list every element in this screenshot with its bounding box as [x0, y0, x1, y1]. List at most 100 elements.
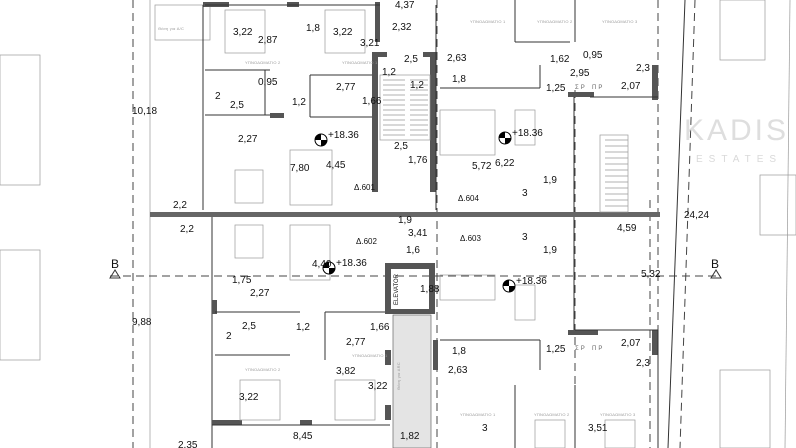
dimension-label: 1,82 [400, 431, 420, 442]
dimension-label: 1,9 [398, 215, 412, 226]
walls [202, 0, 659, 448]
elevation-label: +18.36 [328, 130, 359, 141]
dimension-label: 2,63 [448, 365, 468, 376]
elevation-marker: +18.36 [498, 128, 543, 145]
ac-label: Θέση για A/C [158, 26, 184, 31]
wc-label: Π Ρ [592, 85, 603, 91]
dimension-label: 3,22 [233, 27, 253, 38]
dimension-label: 1,25 [546, 344, 566, 355]
dimension-label: 5,72 [472, 161, 492, 172]
dimension-label: 2,5 [230, 100, 244, 111]
dimension-label: 1,2 [410, 80, 424, 91]
elevation-label: +18.36 [516, 276, 547, 287]
dimension-label: 4,40 [312, 259, 332, 270]
elevation-marker: +18.36 [314, 130, 359, 147]
dimension-label: 3,22 [239, 392, 259, 403]
furniture [224, 9, 636, 448]
apartment-label: Δ.603 [460, 234, 481, 243]
dimension-label: 2,87 [258, 35, 278, 46]
dimension-label: 3 [522, 188, 528, 199]
dimension-label: 1,75 [232, 275, 252, 286]
dimension-label: 3,22 [333, 27, 353, 38]
dimension-label: 1,6 [406, 245, 420, 256]
elevation-label: +18.36 [512, 128, 543, 139]
dimension-label: 2,5 [404, 54, 418, 65]
room-label: ΥΠΝΟΔΩΜΑΤΙΟ 2 [245, 367, 281, 372]
apartment-label: Δ.601 [354, 183, 375, 192]
dimension-label: 10,18 [132, 106, 157, 117]
dimension-label: 2 [215, 91, 221, 102]
room-label: ΥΠΝΟΔΩΜΑΤΙΟ 1 [460, 412, 496, 417]
section-marker-right: B [711, 257, 719, 271]
room-label: ΥΠΝΟΔΩΜΑΤΙΟ 2 [534, 412, 570, 417]
watermark-subtitle: ESTATES [696, 154, 782, 165]
watermark: KADIS [684, 114, 789, 147]
dimension-label: 1,25 [546, 83, 566, 94]
dimension-label: 3,82 [336, 366, 356, 377]
dimension-label: 3 [522, 232, 528, 243]
room-label: ΥΠΝΟΔΩΜΑΤΙΟ 2 [537, 19, 573, 24]
dimension-label: 2,32 [392, 22, 412, 33]
dimension-label: 24,24 [684, 210, 709, 221]
elevation-marker: +18.36 [322, 258, 367, 275]
dimension-label: 7,80 [290, 163, 310, 174]
dimension-label: 2,07 [621, 338, 641, 349]
dimension-label: 2,77 [336, 82, 356, 93]
dimension-label: 1,8 [452, 346, 466, 357]
dimension-label: 2,3 [636, 63, 650, 74]
dimension-label: 2,5 [394, 141, 408, 152]
dimension-label: 1,66 [362, 96, 382, 107]
dimension-label: 6,22 [495, 158, 515, 169]
dimension-label: 2,35 [178, 440, 198, 448]
dimension-label: 5,32 [641, 269, 661, 280]
room-label: ΥΠΝΟΔΩΜΑΤΙΟ 3 [602, 19, 638, 24]
dimension-label: 2,5 [242, 321, 256, 332]
room-label: ΥΠΝΟΔΩΜΑΤΙΟ 1 [470, 19, 506, 24]
dimension-label: 9,88 [132, 317, 152, 328]
elevator-label: ELEVATOR [394, 273, 400, 305]
apartment-label: Δ.602 [356, 237, 377, 246]
dimension-label: 2,77 [346, 337, 366, 348]
dimension-label: 4,45 [326, 160, 346, 171]
shaft-label: Θέση για ARC [396, 362, 401, 390]
dimension-label: 1,2 [292, 97, 306, 108]
section-arrow-left [109, 269, 121, 279]
dimension-label: 3,21 [360, 38, 380, 49]
dimension-label: 2,27 [250, 288, 270, 299]
dimension-label: 0,95 [258, 77, 278, 88]
dimension-label: 1,9 [543, 175, 557, 186]
dimension-label: 3,41 [408, 228, 428, 239]
elevation-marker: +18.36 [502, 276, 547, 293]
dimension-label: 3 [482, 423, 488, 434]
elevation-label: +18.36 [336, 258, 367, 269]
dimension-label: 3,51 [588, 423, 608, 434]
dimension-label: 1,2 [296, 322, 310, 333]
dimension-label: 8,45 [293, 431, 313, 442]
wc-label: Σ Ρ [575, 346, 585, 352]
dimension-label: 2,07 [621, 81, 641, 92]
dimension-label: 1,76 [408, 155, 428, 166]
section-marker-left: B [111, 257, 119, 271]
wc-label: Σ Ρ [575, 85, 585, 91]
room-label: ΥΠΝΟΔΩΜΑΤΙΟ 2 [245, 60, 281, 65]
dimension-label: 2,2 [173, 200, 187, 211]
wc-label: Π Ρ [592, 346, 603, 352]
dimension-label: 2,63 [447, 53, 467, 64]
dimension-label: 2,2 [180, 224, 194, 235]
room-label: ΥΠΝΟΔΩΜΑΤΙΟ 3 [600, 412, 636, 417]
dimension-label: 1,88 [420, 284, 440, 295]
apartment-label: Δ.604 [458, 194, 479, 203]
dimension-label: 4,37 [395, 0, 415, 11]
dimension-label: 0,95 [583, 50, 603, 61]
dimension-label: 1,66 [370, 322, 390, 333]
dimension-label: 1,8 [306, 23, 320, 34]
dimension-label: 2 [226, 331, 232, 342]
dimension-label: 2,27 [238, 134, 258, 145]
room-label: ΥΠΝΟΔΩΜΑΤΙΟ 1 [352, 353, 388, 358]
dimension-label: 1,62 [550, 54, 570, 65]
dimension-label: 4,59 [617, 223, 637, 234]
dimension-label: 2,3 [636, 358, 650, 369]
dimension-label: 1,8 [452, 74, 466, 85]
